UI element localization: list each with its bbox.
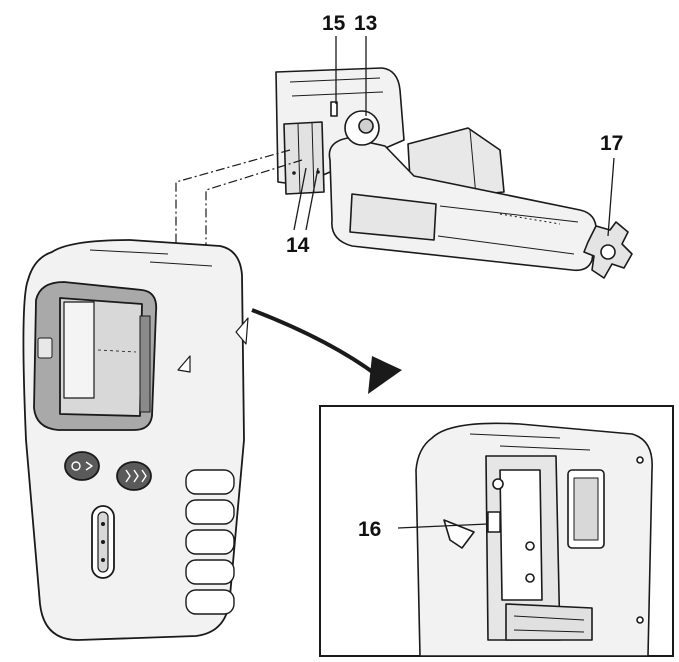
led-indicator-icon [91,505,115,579]
receiver-holder [275,67,633,279]
leader-lines [293,36,615,529]
holder-pin-15 [330,101,338,117]
callout-17: 17 [600,132,623,155]
alignment-guides [175,149,303,256]
detail-inset [319,405,674,657]
power-button-icon [64,451,100,481]
holder-mounting-rail [283,121,325,195]
inset-part-16 [487,511,501,533]
callout-13: 13 [354,12,377,35]
arrow-icon [251,308,402,394]
callout-15: 15 [322,12,346,35]
laser-receiver [22,239,249,641]
receiver-side-grip [185,469,235,615]
sound-button-icon [116,461,152,491]
callout-14: 14 [286,234,310,257]
callout-16: 16 [358,518,381,541]
